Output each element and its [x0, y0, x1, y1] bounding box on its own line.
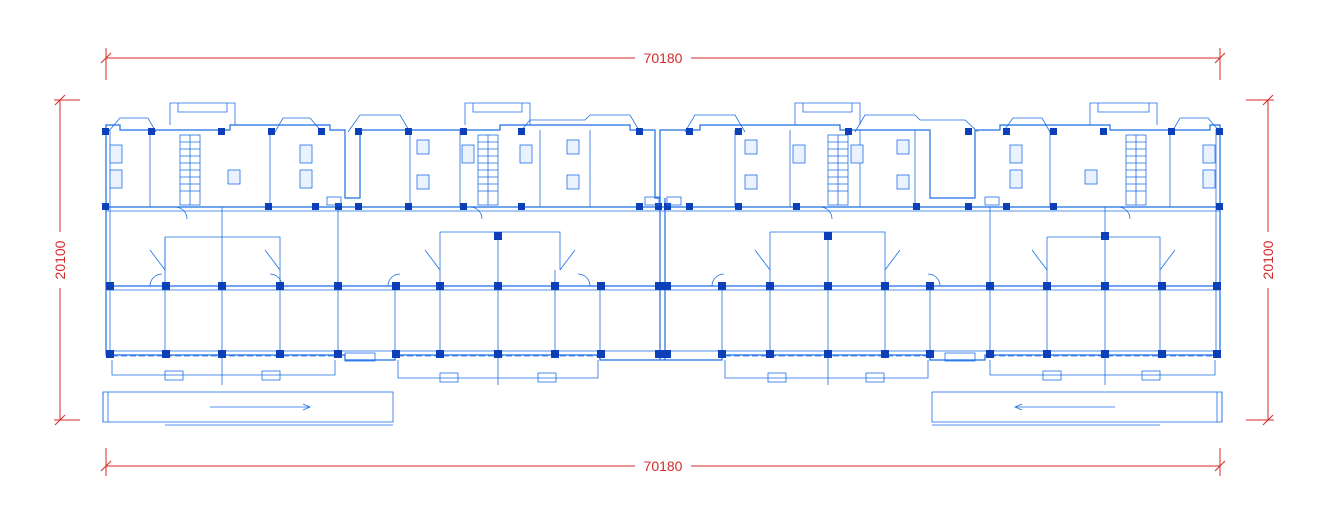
door-swings [149, 206, 1176, 287]
bottom-windows [164, 370, 1161, 383]
dimension-bottom-label: 70180 [644, 458, 683, 474]
ramp-left [102, 391, 394, 426]
ramp-right [931, 391, 1223, 426]
dimension-left-label: 20100 [52, 240, 68, 279]
toilet-icon [109, 139, 1216, 190]
stair-3 [827, 134, 849, 206]
dimension-top-label: 70180 [644, 50, 683, 66]
bay-windows-top [107, 102, 1221, 133]
building-outline [105, 124, 1221, 379]
stair-icon [179, 134, 1147, 206]
structural-columns [102, 128, 1223, 358]
dimension-right-label: 20100 [1260, 240, 1276, 279]
dimension-top: 70180 [100, 48, 1226, 80]
dimension-right: 20100 [1246, 94, 1278, 426]
entrance-markers [326, 196, 1000, 362]
stair-2 [477, 134, 499, 206]
dimension-left: 20100 [50, 94, 80, 426]
stair-1 [179, 134, 201, 206]
interior-walls [106, 198, 1220, 360]
dimension-bottom: 70180 [100, 448, 1226, 476]
stair-4 [1125, 134, 1147, 206]
